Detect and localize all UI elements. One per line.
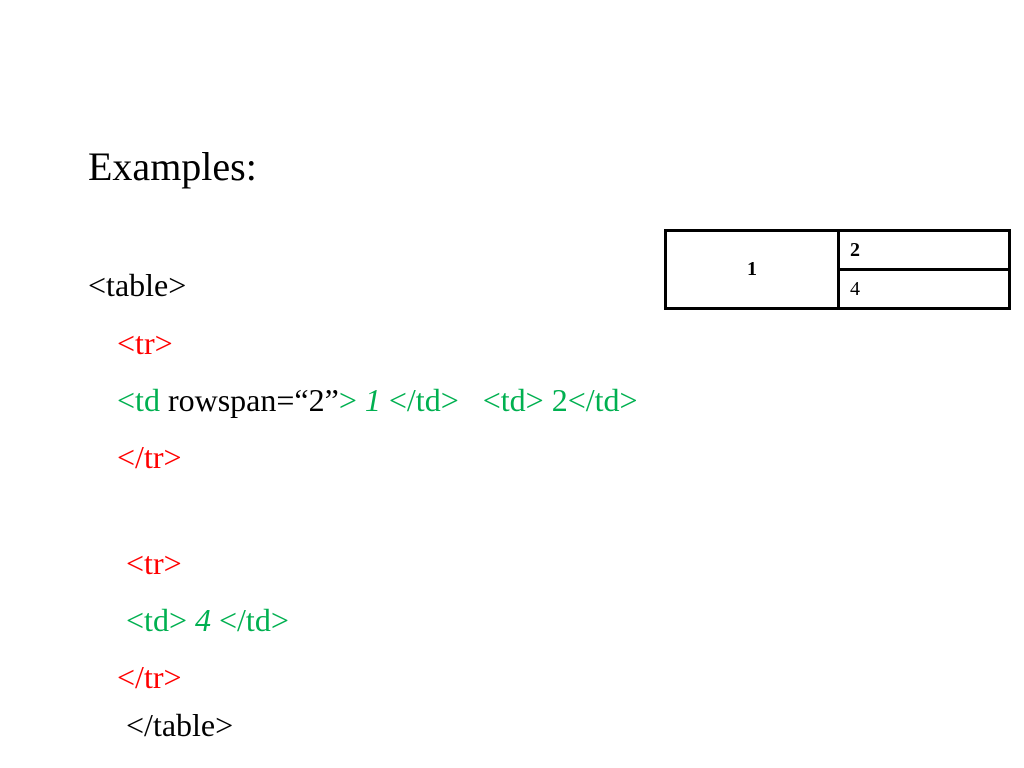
table-row: 1 2	[664, 229, 1011, 310]
code-td-4-line: <td> 4 </td>	[126, 601, 289, 639]
code-tr-open-1: <tr>	[117, 325, 173, 361]
table-cell-rowspan: 1	[664, 229, 840, 310]
code-td-open-4: <td>	[126, 602, 187, 638]
rendered-example-table: 1 2 4	[664, 229, 1011, 310]
code-td-rowspan-line: <td rowspan=“2”> 1 </td> <td> 2</td>	[117, 381, 638, 419]
code-td-open-1: <td	[117, 382, 160, 418]
code-tr-open-2: <tr>	[126, 545, 182, 581]
table-cell-2: 2	[837, 229, 1011, 271]
code-table-close: </table>	[126, 707, 234, 743]
code-td-pair-2: <td> 2</td>	[458, 382, 638, 418]
code-td-end-1: </td>	[380, 382, 459, 418]
slide-title: Examples:	[88, 144, 257, 189]
code-tr-close-2: </tr>	[117, 659, 182, 695]
code-tr-close-1: </tr>	[117, 439, 182, 475]
code-value-4: 4	[186, 602, 211, 638]
code-td-bracket-1: >	[338, 382, 357, 418]
code-rowspan-attr: rowspan=“2”	[159, 382, 339, 418]
table-cell-4: 4	[837, 268, 1011, 310]
code-table-open: <table>	[88, 267, 187, 303]
table-row: 4	[666, 268, 1011, 310]
code-value-1: 1	[356, 382, 381, 418]
code-td-end-4: </td>	[210, 602, 289, 638]
